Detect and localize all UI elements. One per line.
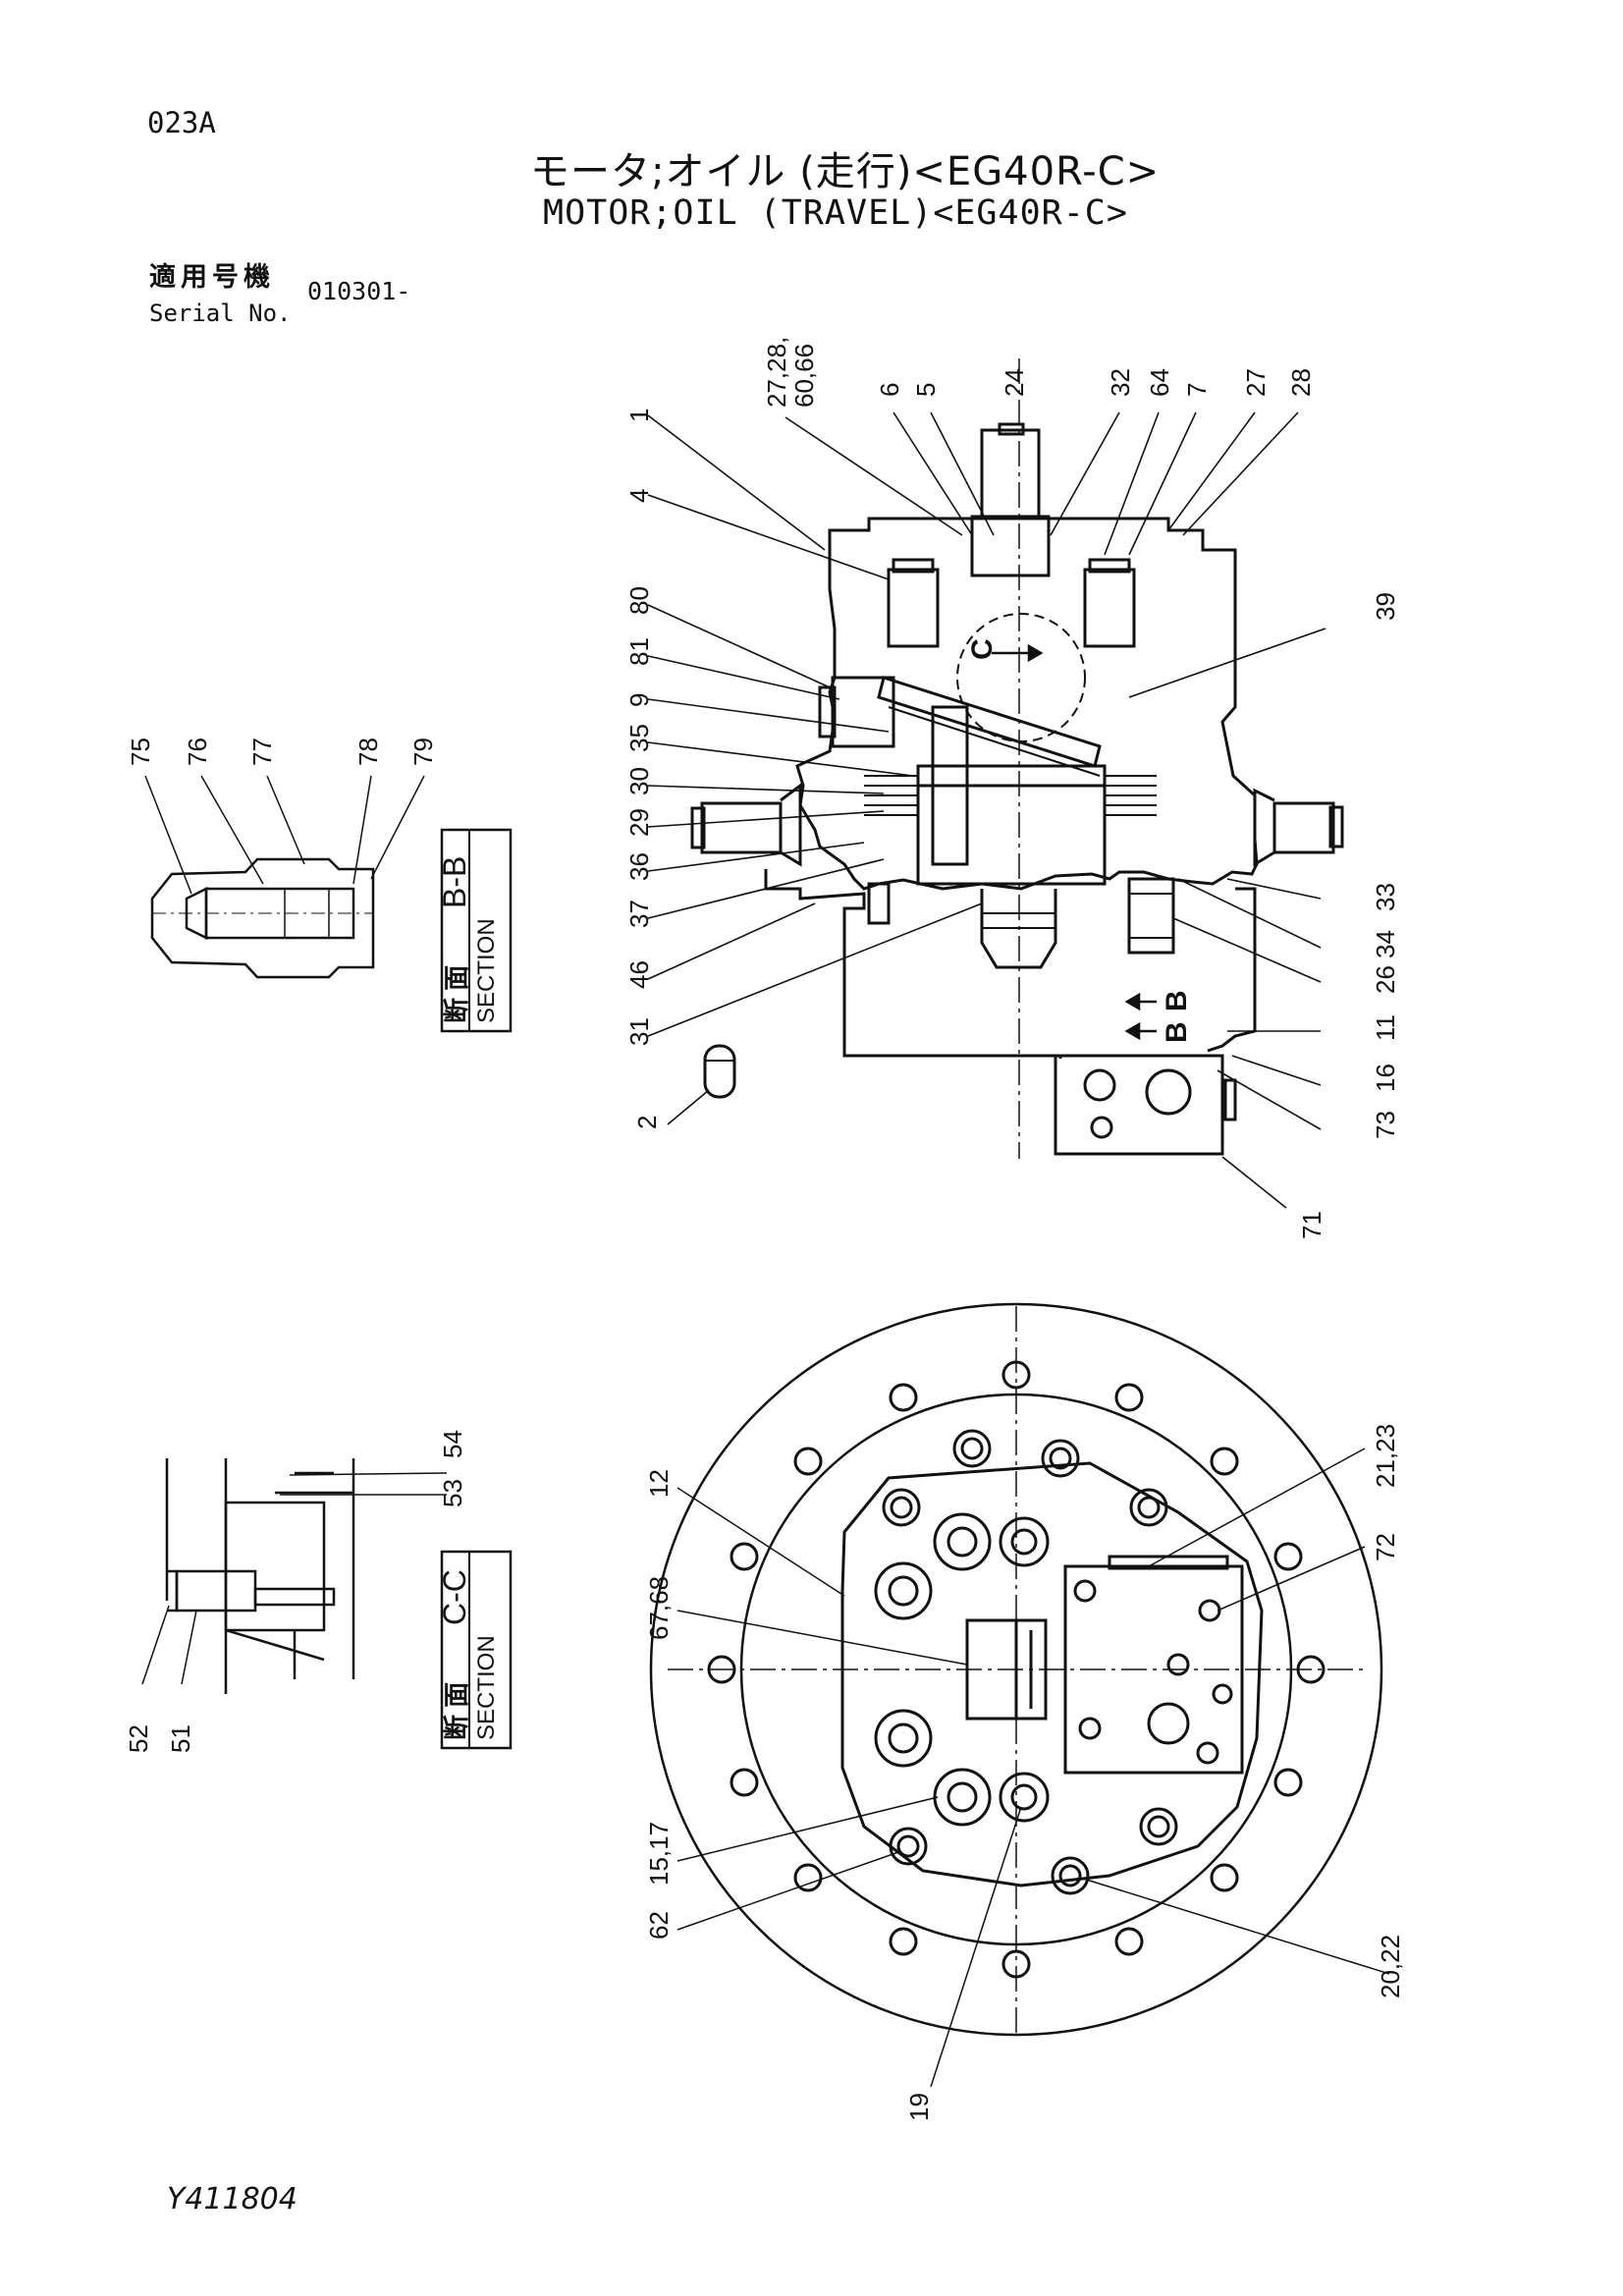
callout-6: 6 [875, 383, 904, 397]
view-b-label-2: B [1161, 1021, 1193, 1043]
section-bb-label-box: 断 面 SECTION B-B [437, 828, 513, 1033]
serial-value: 010301- [307, 277, 411, 305]
flange-leaders [676, 1448, 1390, 2088]
section-bb-detail [150, 857, 375, 979]
callout-7: 7 [1182, 383, 1212, 397]
callout-35: 35 [624, 724, 654, 752]
callout-71: 71 [1297, 1211, 1326, 1239]
callout-26: 26 [1371, 965, 1400, 994]
callout-19: 19 [904, 2093, 934, 2121]
view-marker-labels: C B B [966, 638, 1193, 1043]
callout-60-66: 60,66 [789, 344, 819, 408]
section-cc-label-box: 断 面 SECTION C-C [437, 1550, 513, 1750]
callout-37: 37 [624, 900, 654, 928]
title-japanese: モータ;オイル (走行)<EG40R-C> [530, 149, 1161, 194]
callout-12: 12 [644, 1469, 674, 1498]
serial-label-japanese: 適用号機 [149, 262, 275, 293]
callout-15-17: 15,17 [644, 1822, 674, 1886]
callout-4: 4 [624, 489, 654, 503]
callout-62: 62 [644, 1911, 674, 1940]
callout-34: 34 [1371, 930, 1400, 958]
callout-73: 73 [1371, 1111, 1400, 1139]
section-cc-detail [165, 1458, 355, 1694]
callout-51: 51 [166, 1724, 195, 1753]
section-cc-label-en: SECTION [473, 1635, 500, 1740]
callout-64: 64 [1145, 368, 1174, 397]
section-bb-callouts: 75 76 77 78 79 [126, 738, 438, 766]
callout-27-28-60-66: 27,28, 60,66 [762, 329, 819, 408]
section-bb-label-id: B-B [437, 856, 472, 908]
callout-1: 1 [624, 409, 654, 422]
callout-11: 11 [1371, 1014, 1400, 1041]
callout-52: 52 [124, 1724, 153, 1753]
document-code: Y411804 [167, 2182, 298, 2216]
callout-54: 54 [438, 1430, 467, 1458]
callout-81: 81 [624, 637, 654, 666]
callout-36: 36 [624, 852, 654, 881]
view-c-label: C [966, 638, 999, 660]
flange-view [649, 1302, 1383, 2037]
section-cc-callouts: 54 53 52 51 [124, 1430, 467, 1753]
callout-29: 29 [624, 808, 654, 837]
title-english: MOTOR;OIL (TRAVEL)<EG40R-C> [543, 193, 1128, 233]
callout-72: 72 [1371, 1533, 1400, 1561]
view-markers [992, 643, 1157, 1041]
section-cc-label-id: C-C [437, 1569, 472, 1625]
callout-16: 16 [1371, 1064, 1400, 1092]
callout-67-68: 67,68 [644, 1576, 674, 1640]
callout-28: 28 [1286, 368, 1316, 397]
page-code: 023A [147, 106, 216, 139]
main-callout-labels: 27,28, 60,66 6 5 24 32 64 7 27 28 1 4 80… [624, 329, 1400, 1239]
callout-31: 31 [624, 1017, 654, 1046]
callout-46: 46 [624, 960, 654, 989]
callout-77: 77 [247, 738, 277, 766]
callout-5: 5 [911, 383, 941, 397]
motor-cross-section [690, 358, 1344, 1159]
callout-2: 2 [632, 1116, 662, 1129]
callout-78: 78 [353, 738, 383, 766]
view-b-label-1: B [1161, 990, 1193, 1011]
section-cc-label-jp: 断 面 [442, 1682, 471, 1740]
callout-80: 80 [624, 586, 654, 615]
main-leader-lines [647, 411, 1326, 1209]
callout-75: 75 [126, 738, 155, 766]
callout-79: 79 [408, 738, 438, 766]
section-bb-label-jp: 断 面 [442, 965, 471, 1023]
callout-53: 53 [438, 1479, 467, 1507]
callout-27-28: 27,28, [762, 337, 791, 408]
callout-21-23: 21,23 [1371, 1424, 1400, 1488]
section-bb-leaders [144, 775, 425, 895]
callout-24: 24 [1000, 368, 1029, 397]
callout-76: 76 [183, 738, 212, 766]
callout-39: 39 [1371, 592, 1400, 621]
section-bb-label-en: SECTION [473, 918, 500, 1023]
callout-33: 33 [1371, 883, 1400, 911]
callout-20-22: 20,22 [1376, 1935, 1405, 1998]
callout-27: 27 [1241, 368, 1271, 397]
callout-32: 32 [1106, 368, 1135, 397]
callout-9: 9 [624, 693, 654, 707]
callout-30: 30 [624, 767, 654, 795]
flange-callouts: 12 67,68 15,17 62 19 20,22 72 21,23 [644, 1424, 1405, 2121]
section-cc-leaders [141, 1472, 448, 1685]
serial-label-english: Serial No. [149, 300, 292, 327]
